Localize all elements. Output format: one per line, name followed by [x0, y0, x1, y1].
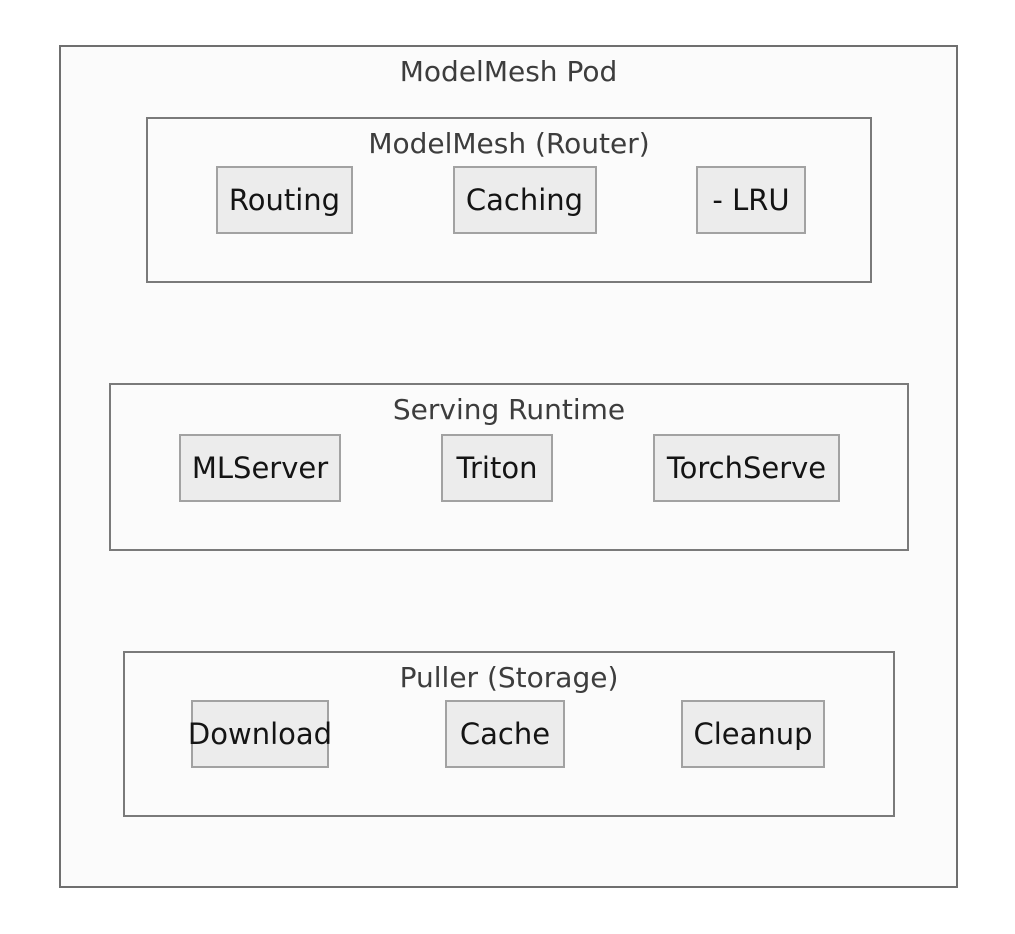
- chip-lru: - LRU: [696, 166, 806, 234]
- chip-cleanup: Cleanup: [681, 700, 825, 768]
- modelmesh-pod-title: ModelMesh Pod: [399, 55, 618, 88]
- section-modelmesh-router: ModelMesh (Router) Routing Caching - LRU: [146, 117, 872, 283]
- section-puller-storage: Puller (Storage) Download Cache Cleanup: [123, 651, 895, 817]
- section-puller-storage-title: Puller (Storage): [399, 661, 619, 694]
- chip-torchserve: TorchServe: [653, 434, 840, 502]
- puller-chip-row: Download Cache Cleanup: [125, 700, 893, 768]
- chip-mlserver: MLServer: [179, 434, 341, 502]
- chip-triton: Triton: [441, 434, 553, 502]
- section-modelmesh-router-title: ModelMesh (Router): [368, 127, 650, 160]
- modelmesh-pod-box: ModelMesh Pod ModelMesh (Router) Routing…: [59, 45, 958, 888]
- chip-cache: Cache: [445, 700, 565, 768]
- router-chip-row: Routing Caching - LRU: [148, 166, 870, 234]
- chip-download: Download: [188, 700, 332, 768]
- section-serving-runtime-title: Serving Runtime: [392, 393, 626, 426]
- serving-chip-row: MLServer Triton TorchServe: [111, 434, 907, 502]
- chip-routing: Routing: [216, 166, 353, 234]
- section-serving-runtime: Serving Runtime MLServer Triton TorchSer…: [109, 383, 909, 551]
- chip-caching: Caching: [452, 166, 597, 234]
